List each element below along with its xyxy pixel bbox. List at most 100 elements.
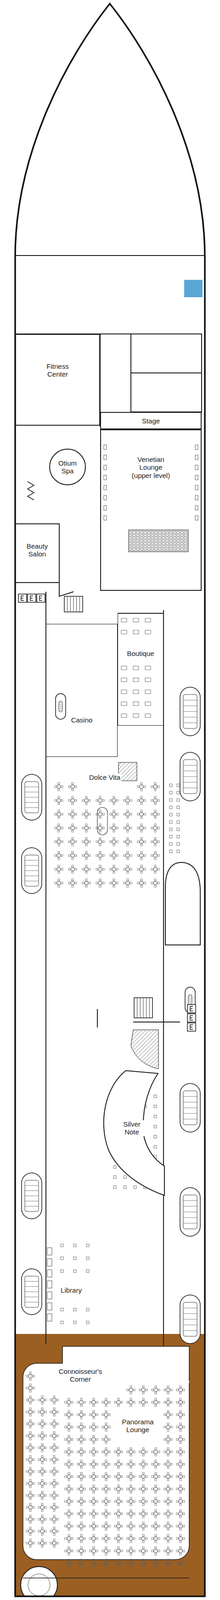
- chair: [44, 1424, 47, 1427]
- lifeboat-rib: [58, 705, 63, 706]
- wall-line: [15, 334, 101, 428]
- chair: [145, 1403, 148, 1405]
- lifeboat-canopy: [183, 1196, 198, 1231]
- chair: [26, 1424, 29, 1427]
- chair: [176, 814, 180, 818]
- chair: [95, 1489, 98, 1492]
- table: [98, 813, 102, 818]
- table: [91, 1414, 96, 1419]
- chair: [56, 1532, 59, 1535]
- lounge-chair: [195, 506, 198, 511]
- chair: [71, 872, 74, 875]
- chair: [71, 1452, 74, 1455]
- chair: [53, 1463, 56, 1466]
- elevator-mark: [21, 596, 24, 602]
- chair: [99, 811, 102, 813]
- chair: [105, 1511, 108, 1514]
- room-area: Venetian Lounge (upper level): [100, 429, 202, 592]
- chair: [154, 1474, 157, 1477]
- room-area: Otium Spa: [49, 449, 86, 486]
- chair: [77, 1564, 79, 1567]
- chair: [38, 1412, 40, 1415]
- chair: [112, 886, 115, 889]
- chair: [83, 1564, 86, 1567]
- chair: [29, 1528, 32, 1531]
- table: [139, 868, 144, 873]
- chair: [67, 1431, 70, 1433]
- chair: [182, 1440, 185, 1443]
- chair: [74, 828, 77, 830]
- chair: [167, 1536, 170, 1539]
- table: [129, 1551, 133, 1555]
- lifeboat-hull: [21, 775, 42, 822]
- chair: [85, 858, 88, 861]
- chair: [151, 1527, 154, 1529]
- table: [129, 1389, 133, 1394]
- chair: [163, 1465, 166, 1467]
- table: [28, 1471, 33, 1476]
- table: [56, 840, 61, 845]
- chair: [157, 855, 160, 858]
- chair: [154, 783, 157, 786]
- table: [79, 1414, 84, 1419]
- table: [141, 1489, 146, 1493]
- chair: [88, 855, 91, 858]
- wall-line: [130, 372, 202, 374]
- chair: [57, 783, 60, 786]
- lifeboat: [180, 753, 201, 802]
- chair: [126, 872, 129, 875]
- chair: [105, 1486, 108, 1489]
- chair: [179, 1542, 182, 1545]
- chair: [112, 817, 115, 820]
- chair: [151, 828, 153, 830]
- chair: [179, 1474, 182, 1477]
- chair: [117, 1511, 120, 1514]
- stair-step: [70, 597, 71, 613]
- chair: [80, 1431, 83, 1433]
- chair: [140, 811, 143, 813]
- lifeboat-rib: [24, 1282, 39, 1284]
- chair: [129, 828, 132, 830]
- chair: [133, 1390, 136, 1393]
- table: [104, 1526, 108, 1530]
- lifeboat-rib: [183, 700, 198, 702]
- chair: [176, 1415, 179, 1418]
- chair: [54, 828, 57, 830]
- chair: [71, 1415, 74, 1418]
- table: [28, 1423, 33, 1428]
- chair: [126, 852, 129, 855]
- table: [98, 868, 102, 873]
- chair: [133, 1187, 137, 1191]
- chair: [29, 1493, 32, 1495]
- chair: [105, 1499, 108, 1501]
- chair: [169, 851, 173, 854]
- chair: [105, 1480, 108, 1483]
- chair: [123, 869, 126, 872]
- table: [56, 827, 61, 831]
- chair: [67, 1455, 70, 1458]
- chair: [126, 1564, 129, 1567]
- chair: [80, 1449, 83, 1452]
- chair: [83, 1440, 86, 1443]
- chair: [129, 1517, 132, 1520]
- chair: [57, 811, 60, 813]
- chair: [145, 1489, 148, 1492]
- table: [178, 1501, 183, 1506]
- chair: [176, 799, 180, 803]
- chair: [117, 1449, 120, 1452]
- chair: [92, 1505, 95, 1508]
- chair: [38, 1544, 40, 1546]
- lifeboat-rib: [24, 1207, 39, 1208]
- chair: [53, 1517, 56, 1519]
- chair: [41, 1523, 44, 1526]
- table: [67, 1439, 71, 1444]
- chair: [109, 814, 112, 817]
- chair: [71, 1539, 74, 1542]
- chair: [99, 872, 102, 875]
- table: [40, 1495, 45, 1500]
- chair: [114, 1551, 117, 1554]
- chair: [143, 841, 146, 844]
- chair: [137, 855, 140, 858]
- chair: [50, 1532, 52, 1535]
- chair: [67, 1406, 70, 1409]
